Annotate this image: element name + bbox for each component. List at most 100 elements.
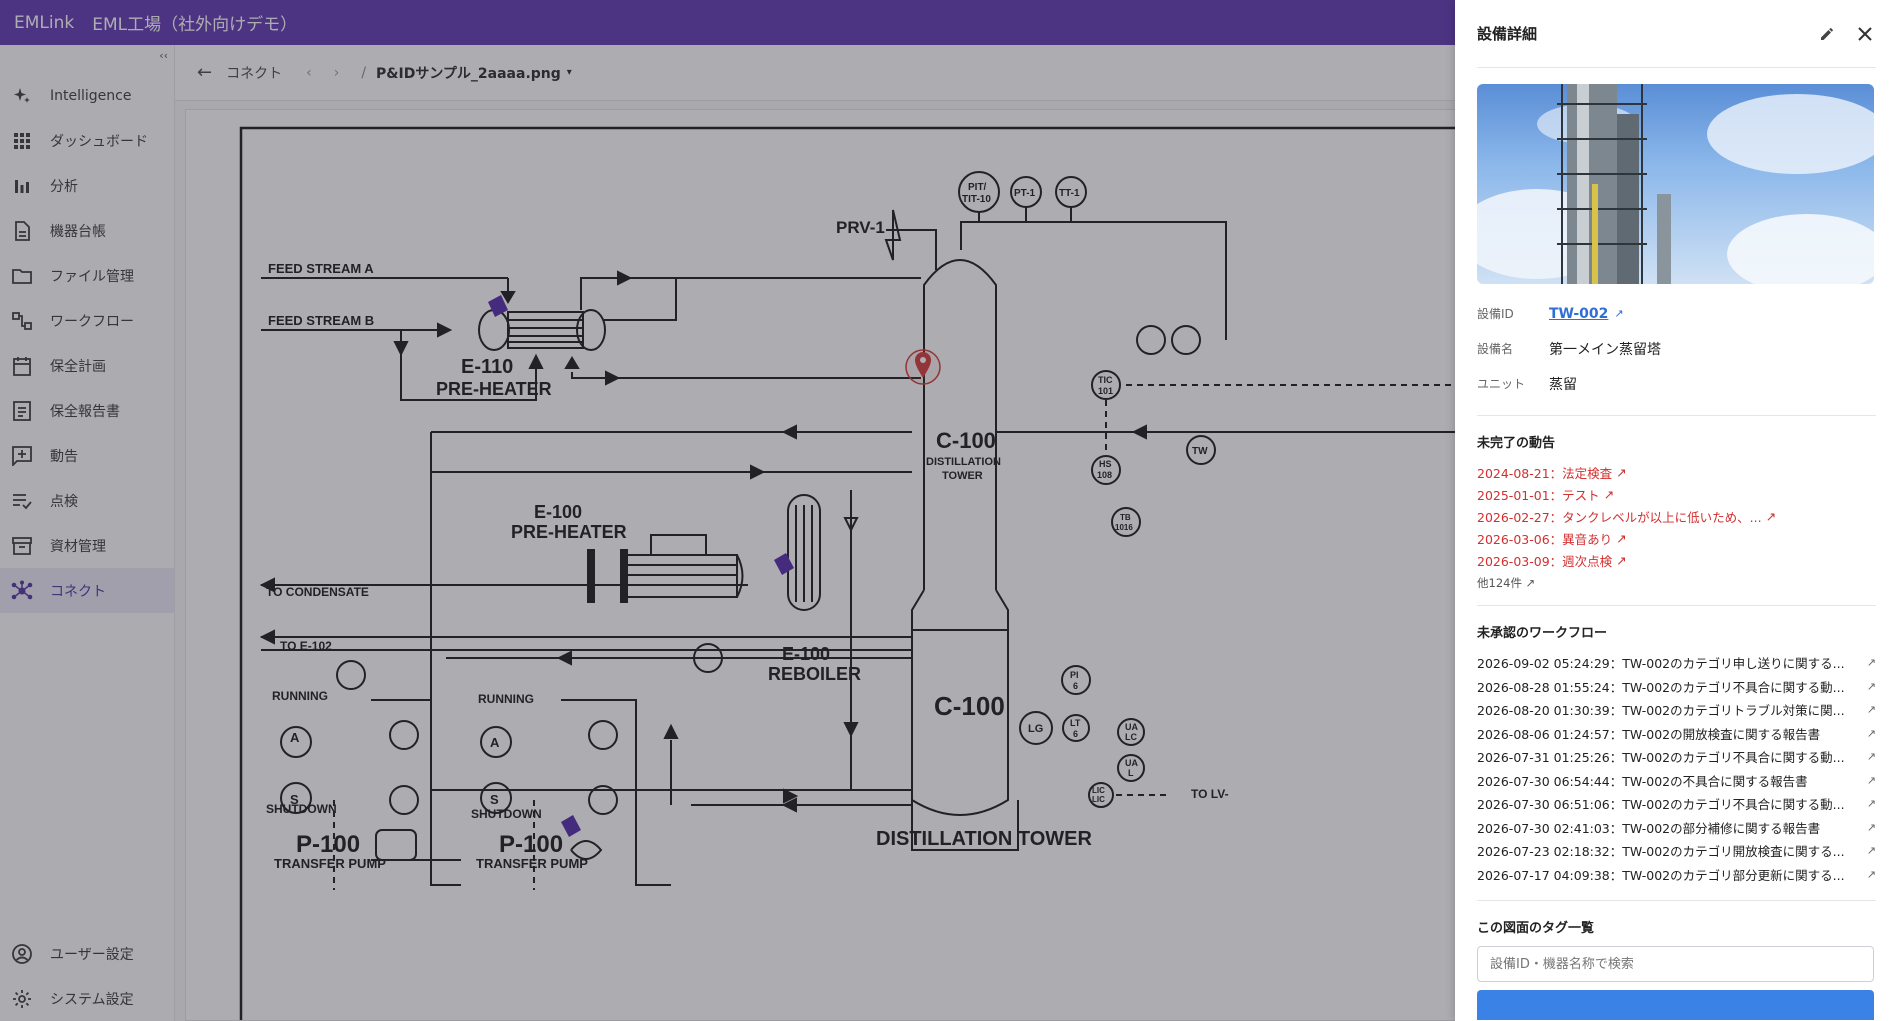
advisory-item[interactable]: 2025-01-01：テスト↗ [1477, 483, 1876, 505]
label-e110-preheater: PRE-HEATER [436, 379, 552, 399]
workflow-item[interactable]: 2026-07-30 02:41:03：TW-002の部分補修に関する報告書↗ [1477, 816, 1876, 840]
external-link-icon: ↗ [1603, 486, 1615, 502]
label-feed-stream-a: FEED STREAM A [268, 261, 374, 276]
pid-diagram-canvas[interactable]: FEED STREAM A FEED STREAM B E-110 PRE-HE… [185, 109, 1460, 1021]
workflow-item[interactable]: 2026-07-30 06:51:06：TW-002のカテゴリ不具合に関する動.… [1477, 792, 1876, 816]
sidebar-item-label: コネクト [50, 583, 106, 600]
sidebar-item-advisory[interactable]: 動告 [0, 433, 174, 478]
workflow-text: 2026-07-30 06:54:44：TW-002の不具合に関する報告書 [1477, 773, 1808, 789]
sidebar-item-label: 動告 [50, 448, 78, 465]
sidebar-nav: Intelligence ダッシュボード 分析 機器台帳 ファイル管理 ワークフ… [0, 73, 174, 613]
app-brand[interactable]: EMLink [14, 12, 75, 33]
label-pi-6: 6 [1073, 681, 1078, 691]
label-transfer-pump-2: TRANSFER PUMP [476, 856, 588, 871]
folder-icon [10, 264, 34, 288]
sidebar-item-maintenance-plan[interactable]: 保全計画 [0, 343, 174, 388]
file-selector[interactable]: P&IDサンプル_2aaaa.png ▾ [376, 63, 572, 83]
label-lt: LT [1070, 718, 1081, 728]
external-link-icon[interactable]: ↗ [1614, 307, 1624, 320]
workflow-item[interactable]: 2026-07-31 01:25:26：TW-002のカテゴリ不具合に関する動.… [1477, 745, 1876, 769]
edit-icon[interactable] [1816, 23, 1838, 45]
sidebar-item-label: システム設定 [50, 991, 134, 1008]
primary-action-button[interactable] [1477, 990, 1874, 1020]
file-name: P&IDサンプル_2aaaa.png [376, 65, 561, 82]
right-instruments [996, 370, 1459, 808]
sidebar-item-system-settings[interactable]: システム設定 [0, 976, 174, 1021]
section-title: この図面のタグ一覧 [1477, 921, 1595, 936]
settings-icon [10, 987, 34, 1011]
workflow-icon [10, 309, 34, 333]
chevron-right-icon[interactable]: › [333, 64, 340, 81]
back-arrow-icon[interactable]: ← [197, 62, 213, 83]
label-e100: E-100 [534, 502, 582, 522]
external-link-icon: ↗ [1866, 844, 1876, 858]
more-text: 他124件 [1477, 576, 1522, 590]
label-running-2: RUNNING [478, 692, 534, 706]
sidebar-item-inspection[interactable]: 点検 [0, 478, 174, 523]
equipment-photo [1477, 84, 1874, 284]
workflow-item[interactable]: 2026-07-30 06:54:44：TW-002の不具合に関する報告書↗ [1477, 769, 1876, 793]
tag-markers [488, 295, 941, 837]
label-tower: TOWER [942, 470, 983, 482]
tag-search-input[interactable] [1477, 946, 1874, 982]
chevron-down-icon: ▾ [566, 67, 572, 78]
label-tw: TW [1192, 446, 1208, 457]
workflow-item[interactable]: 2026-07-17 04:09:38：TW-002のカテゴリ部分更新に関する.… [1477, 863, 1876, 887]
sidebar-item-materials[interactable]: 資材管理 [0, 523, 174, 568]
sidebar-item-maintenance-report[interactable]: 保全報告書 [0, 388, 174, 433]
workflow-text: 2026-08-20 01:30:39：TW-002のカテゴリトラブル対策に関.… [1477, 703, 1845, 719]
tag-marker-pump[interactable] [561, 815, 581, 837]
workflow-item[interactable]: 2026-07-23 02:18:32：TW-002のカテゴリ開放検査に関する.… [1477, 839, 1876, 863]
section-title: 未完了の動告 [1477, 436, 1556, 451]
report-icon [10, 399, 34, 423]
advisory-item[interactable]: 2026-02-27：タンクレベルが以上に低いため、...↗ [1477, 505, 1876, 527]
advisory-item[interactable]: 2026-03-06：異音あり↗ [1477, 527, 1876, 549]
chevron-left-icon[interactable]: ‹ [306, 64, 312, 81]
equipment-id-link[interactable]: TW-002 [1549, 305, 1609, 322]
label-reboiler: REBOILER [768, 664, 861, 684]
bar-chart-icon [10, 174, 34, 198]
close-icon[interactable] [1854, 23, 1876, 45]
external-link-icon: ↗ [1866, 726, 1876, 740]
tag-marker-reboiler[interactable] [774, 553, 794, 575]
external-link-icon: ↗ [1866, 656, 1876, 670]
workflow-item[interactable]: 2026-08-06 01:24:57：TW-002の開放検査に関する報告書 ↗ [1477, 722, 1876, 746]
more-advisories-link[interactable]: 他124件 ↗ [1477, 575, 1876, 591]
advisory-item[interactable]: 2024-08-21：法定検査↗ [1477, 461, 1876, 483]
label-ua-l: UA [1125, 758, 1138, 768]
advisory-item[interactable]: 2026-03-09：週次点検↗ [1477, 549, 1876, 571]
location-pin-icon[interactable] [915, 352, 931, 378]
label-to-condensate: TO CONDENSATE [266, 585, 369, 599]
tag-marker-e110[interactable] [488, 295, 508, 317]
label-distillation-tower: DISTILLATION TOWER [876, 828, 1092, 850]
sidebar-item-user-settings[interactable]: ユーザー設定 [0, 931, 174, 976]
sidebar-item-file-management[interactable]: ファイル管理 [0, 253, 174, 298]
workflow-item[interactable]: 2026-08-28 01:55:24：TW-002のカテゴリ不具合に関する動.… [1477, 675, 1876, 699]
label-c100: C-100 [936, 428, 996, 453]
workflow-item[interactable]: 2026-08-20 01:30:39：TW-002のカテゴリトラブル対策に関.… [1477, 698, 1876, 722]
sidebar-item-intelligence[interactable]: Intelligence [0, 73, 174, 118]
external-link-icon: ↗ [1616, 552, 1627, 568]
label-tic-101: 101 [1098, 386, 1113, 396]
sidebar-item-label: 資材管理 [50, 538, 106, 555]
sidebar-bottom: ユーザー設定 システム設定 [0, 931, 174, 1021]
field-equipment-name: 設備名 第一メイン蒸留塔 [1477, 331, 1876, 366]
sidebar-item-connect[interactable]: コネクト [0, 568, 174, 613]
workflow-item[interactable]: 2026-09-02 05:24:29：TW-002のカテゴリ申し送りに関する.… [1477, 651, 1876, 675]
sidebar-item-equipment-ledger[interactable]: 機器台帳 [0, 208, 174, 253]
label-tt1: TT-1 [1059, 188, 1080, 199]
sidebar-item-analysis[interactable]: 分析 [0, 163, 174, 208]
label-ua-lc-2: LC [1125, 732, 1137, 742]
workspace-name[interactable]: EML工場（社外向けデモ） [92, 15, 298, 35]
sidebar-item-dashboard[interactable]: ダッシュボード [0, 118, 174, 163]
label-shutdown-2: SHUTDOWN [471, 807, 542, 821]
workflow-text: 2026-09-02 05:24:29：TW-002のカテゴリ申し送りに関する.… [1477, 656, 1845, 672]
workflow-text: 2026-08-06 01:24:57：TW-002の開放検査に関する報告書 [1477, 726, 1821, 742]
modal-backdrop[interactable] [0, 0, 1455, 1021]
external-link-icon: ↗ [1616, 464, 1627, 480]
open-advisories-section: 未完了の動告 2024-08-21：法定検査↗ 2025-01-01：テスト↗ … [1477, 415, 1876, 591]
breadcrumb-parent[interactable]: コネクト [226, 65, 283, 82]
workflow-text: 2026-07-30 06:51:06：TW-002のカテゴリ不具合に関する動.… [1477, 797, 1845, 813]
sidebar-item-workflow[interactable]: ワークフロー [0, 298, 174, 343]
collapse-sidebar-icon[interactable]: ‹‹ [159, 49, 168, 62]
